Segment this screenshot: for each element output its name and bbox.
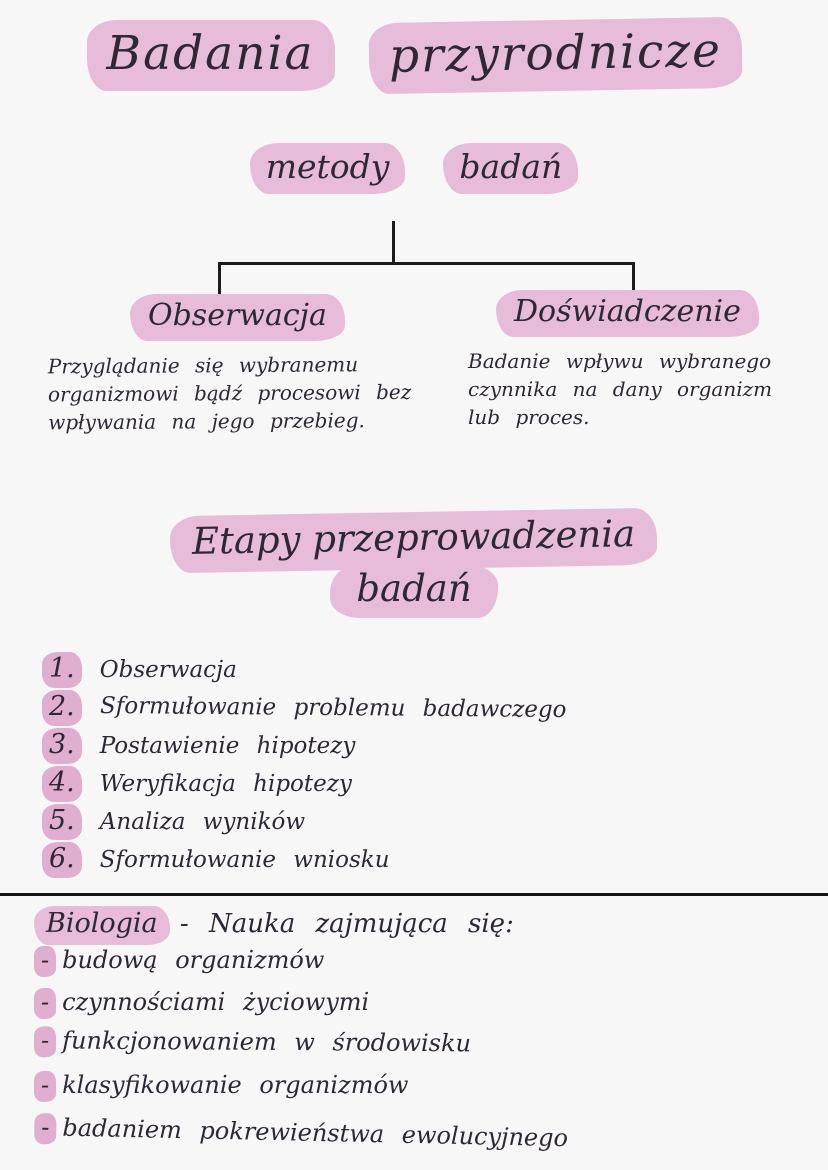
- biology-bullet: -funkcjonowaniem w środowisku: [33, 1026, 818, 1062]
- stage-item: 6. Sformułowanie wniosku: [42, 842, 566, 878]
- bullet-label: klasyfikowanie organizmów: [62, 1071, 409, 1100]
- observation-description: Przyglądanie się wybranemu organizmowi b…: [47, 352, 412, 435]
- methods-subtitle: metody badań: [0, 143, 828, 194]
- stage-number: 3.: [42, 728, 82, 764]
- branch-experiment: Doświadczenie Badanie wpływu wybranego c…: [468, 290, 824, 431]
- observation-heading: Obserwacja: [130, 294, 345, 341]
- biology-bullet: -badaniem pokrewieństwa ewolucyjnego: [33, 1112, 818, 1159]
- section-divider: [0, 893, 828, 896]
- stage-number: 5.: [42, 804, 82, 840]
- stages-heading: Etapy przeprowadzenia badań: [0, 507, 828, 618]
- stage-label: Obserwacja: [99, 657, 237, 683]
- biology-bullet: -czynnościami życiowymi: [34, 987, 818, 1019]
- bullet-label: budową organizmów: [62, 946, 325, 974]
- stage-number: 1.: [42, 652, 82, 688]
- connector-left-drop-line: [218, 262, 221, 297]
- branch-observation: Obserwacja Przyglądanie się wybranemu or…: [48, 294, 456, 435]
- stage-number: 2.: [42, 690, 82, 726]
- stage-label: Postawienie hipotezy: [99, 733, 356, 759]
- bullet-label: funkcjonowaniem w środowisku: [62, 1026, 472, 1058]
- title-word-2: przyrodnicze: [367, 16, 743, 95]
- stage-number: 4.: [42, 766, 82, 802]
- title-word-1: Badania: [86, 20, 335, 91]
- biology-term: Biologia: [34, 906, 170, 945]
- biology-bullet: -klasyfikowanie organizmów: [34, 1070, 818, 1103]
- connector-right-drop-line: [632, 262, 635, 293]
- biology-intro: - Nauka zajmująca się:: [179, 909, 514, 939]
- experiment-description: Badanie wpływu wybranego czynnika na dan…: [468, 349, 773, 429]
- biology-heading: Biologia - Nauka zajmująca się:: [34, 906, 818, 945]
- connector-stem-line: [392, 221, 395, 264]
- bullet-label: czynnościami życiowymi: [62, 987, 370, 1016]
- bullet-dash: -: [33, 1112, 57, 1145]
- stage-label: Sformułowanie wniosku: [99, 847, 390, 873]
- experiment-heading: Doświadczenie: [496, 290, 759, 337]
- stages-heading-line2: badań: [330, 565, 498, 618]
- biology-bullet-list: -budową organizmów -czynnościami życiowy…: [33, 945, 818, 1152]
- stage-label: Sformułowanie problemu badawczego: [99, 692, 567, 724]
- stages-heading-line1: Etapy przeprowadzenia: [169, 507, 659, 574]
- methods-word-1: metody: [249, 143, 406, 194]
- connector-horizontal-line: [218, 262, 635, 265]
- stages-list: 1. Obserwacja 2. Sformułowanie problemu …: [42, 652, 566, 880]
- bullet-label: badaniem pokrewieństwa ewolucyjnego: [62, 1113, 569, 1153]
- stage-item: 2. Sformułowanie problemu badawczego: [42, 690, 567, 726]
- biology-section: Biologia - Nauka zajmująca się: -budową …: [33, 906, 818, 1154]
- page-title: Badania przyrodnicze: [0, 16, 828, 95]
- stage-item: 5. Analiza wyników: [42, 804, 566, 840]
- stage-item: 1. Obserwacja: [42, 652, 566, 688]
- stage-label: Weryfikacja hipotezy: [99, 771, 352, 797]
- bullet-dash: -: [34, 987, 57, 1019]
- biology-bullet: -budową organizmów: [34, 945, 818, 977]
- stage-number: 6.: [42, 842, 82, 878]
- bullet-dash: -: [33, 1026, 57, 1058]
- methods-word-2: badań: [443, 143, 579, 194]
- stage-label: Analiza wyników: [99, 809, 306, 835]
- bullet-dash: -: [34, 946, 57, 977]
- bullet-dash: -: [34, 1071, 57, 1103]
- stage-item: 3. Postawienie hipotezy: [42, 728, 566, 764]
- stage-item: 4. Weryfikacja hipotezy: [42, 766, 566, 802]
